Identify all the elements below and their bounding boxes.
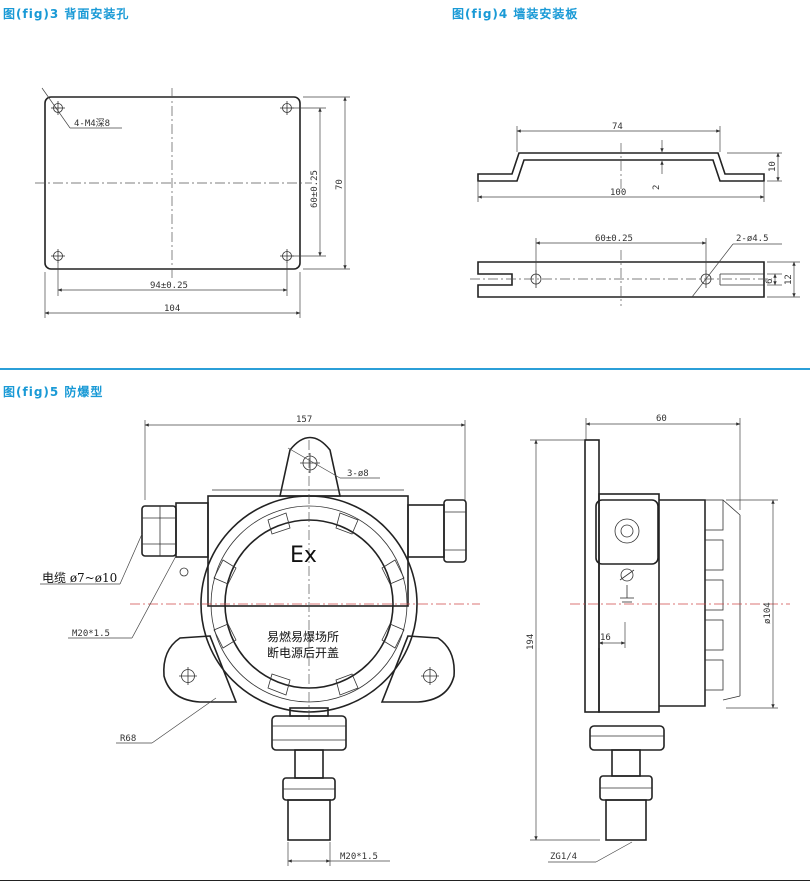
fig5-thread-label-left: M20*1.5 — [72, 629, 110, 639]
fig3-dim-inner-width: 94±0.25 — [150, 281, 188, 291]
fig4-drawing: 74 100 2 10 60±0.25 2-ø4.5 — [470, 122, 800, 306]
fig5-cable-label: 电缆 ø7~ø10 — [42, 571, 117, 585]
fig5-left-ear — [163, 635, 238, 703]
fig4-dim-plate: 12 — [784, 274, 794, 285]
fig5-bottom-nut — [271, 715, 347, 751]
fig5-side-dim-dia: ø104 — [763, 602, 773, 624]
fig5-side-dim-height: 194 — [526, 634, 536, 650]
fig5-right-ear — [380, 635, 455, 703]
fig5-lid-lugs — [213, 512, 405, 696]
fig5-title: 图(fig)5 防爆型 — [3, 385, 104, 399]
fig5-thread-label-bottom: M20*1.5 — [340, 852, 378, 862]
fig5-warning-line1: 易燃易爆场所 — [267, 629, 339, 644]
fig5-dim-width: 157 — [296, 415, 312, 425]
fig5-cable-gland — [175, 502, 209, 558]
fig3-dim-inner-height: 60±0.25 — [310, 170, 320, 208]
fig5-side-thread-label: ZG1/4 — [550, 852, 577, 862]
fig5-side-dim-16: 16 — [600, 633, 611, 643]
fig3-hole-label: 4-M4深8 — [74, 118, 110, 129]
fig3-title: 图(fig)3 背面安装孔 — [3, 7, 130, 21]
fig5-radius-label: R68 — [120, 734, 136, 744]
fig4-dim-slot: 6 — [765, 279, 775, 284]
fig5-ex-mark: Ex — [290, 543, 317, 568]
fig4-dim-height: 10 — [768, 161, 778, 172]
fig5-side-plate — [584, 439, 600, 713]
bottom-rule — [0, 880, 810, 881]
fig4-dim-bottom-width: 100 — [610, 188, 626, 198]
fig5-front-view: 157 3-ø8 — [40, 415, 480, 866]
fig5-top-lug — [279, 436, 341, 497]
fig5-side-view: 60 ø104 — [526, 414, 790, 863]
fig4-side-profile — [477, 152, 765, 182]
fig3-drawing: 4-M4深8 94±0.25 104 60±0.25 70 — [35, 87, 350, 318]
fig5-side-ribs — [704, 499, 741, 701]
fig5-sensor-tube — [287, 799, 331, 841]
fig5-side-dim-depth: 60 — [656, 414, 667, 424]
fig5-warning-line2: 断电源后开盖 — [267, 645, 339, 660]
fig4-dim-thickness: 2 — [652, 185, 662, 190]
fig5-lug-label: 3-ø8 — [347, 469, 369, 479]
fig3-dim-outer-height: 70 — [335, 179, 345, 190]
fig5-side-lid — [659, 499, 706, 707]
fig4-dim-hole-spacing: 60±0.25 — [595, 234, 633, 244]
fig4-hole-label: 2-ø4.5 — [736, 234, 769, 244]
section-divider — [0, 368, 810, 370]
fig4-dim-top-width: 74 — [612, 122, 623, 132]
fig5-side-body — [598, 493, 660, 713]
fig5-right-plug — [443, 499, 467, 563]
fig3-dim-outer-width: 104 — [164, 304, 180, 314]
fig4-title: 图(fig)4 墙装安装板 — [452, 7, 579, 21]
fig5-side-boss — [595, 499, 659, 565]
